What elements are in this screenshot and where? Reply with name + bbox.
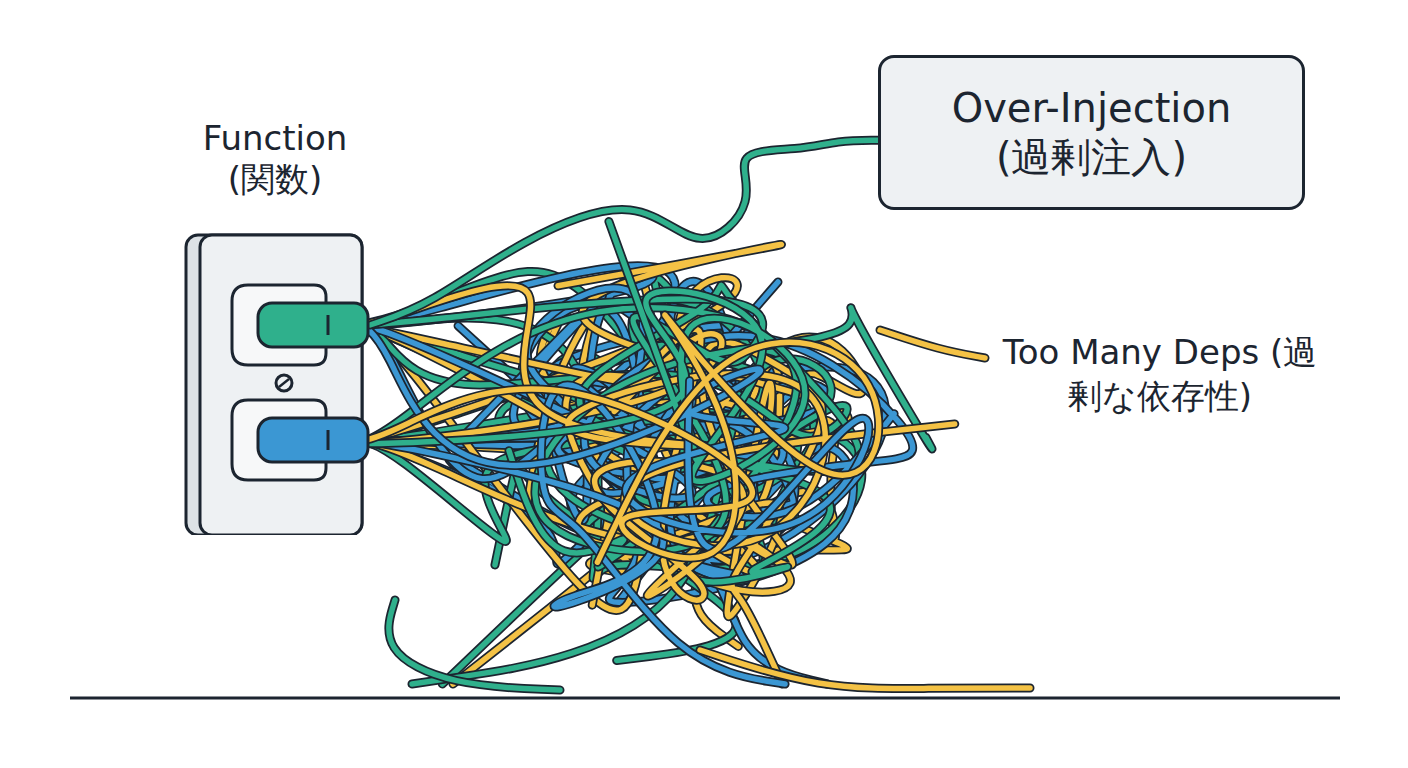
cable (700, 650, 1030, 689)
tangle-label: Too Many Deps (過剰な依存性) (990, 330, 1330, 418)
cable (880, 330, 985, 358)
cable-connector (370, 140, 878, 325)
node-heading: Function (関数) (180, 118, 370, 201)
cable-tangle (352, 221, 1030, 690)
cable (389, 600, 560, 690)
cable (352, 315, 879, 562)
node-label: Over-Injection (過剰注入) (922, 84, 1262, 182)
ground-line (70, 697, 1340, 700)
cable (352, 325, 869, 549)
outlet-node: Function (関数) (180, 118, 370, 535)
callout-box: Over-Injection (過剰注入) (878, 55, 1305, 210)
cable (352, 318, 863, 684)
